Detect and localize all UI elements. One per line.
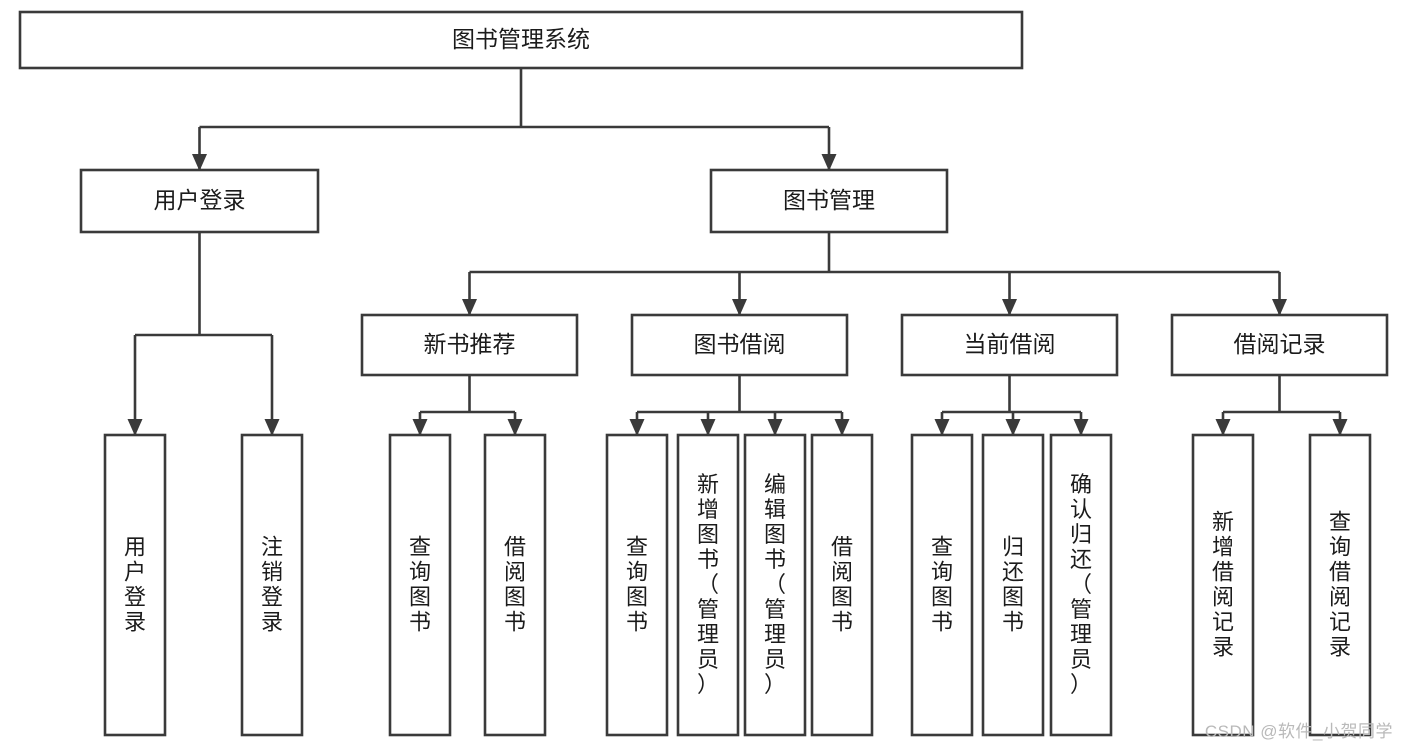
edge-图书管理-arrowhead-0 [462,299,477,316]
node-借阅图书[interactable]: 借阅图书 [810,433,874,737]
node-借阅图书[interactable]: 借阅图书 [483,433,547,737]
node-确认归还管理员[interactable]: 确认归还（管理员） [1049,433,1113,737]
node-box-注销登录[interactable] [240,433,304,737]
edge-新书推荐-arrowhead-0 [412,419,428,436]
node-归还图书[interactable]: 归还图书 [981,433,1045,737]
node-用户登录[interactable]: 用户登录 [79,168,320,234]
node-box-确认归还管理员[interactable] [1049,433,1113,737]
node-图书管理[interactable]: 图书管理 [709,168,949,234]
node-label-借阅记录: 借阅记录 [1234,331,1326,357]
node-用户登录[interactable]: 用户登录 [103,433,167,737]
node-layer: 图书管理系统用户登录用户登录注销登录图书管理新书推荐查询图书借阅图书图书借阅查询… [18,10,1389,737]
node-注销登录[interactable]: 注销登录 [240,433,304,737]
node-新书推荐[interactable]: 新书推荐 [360,313,579,377]
edge-图书管理-arrowhead-2 [1002,299,1017,316]
edge-当前借阅-arrowhead-2 [1073,419,1089,436]
node-label-借阅图书: 借阅图书 [831,535,853,635]
node-查询图书[interactable]: 查询图书 [388,433,452,737]
node-查询图书[interactable]: 查询图书 [605,433,669,737]
edge-图书管理-arrowhead-1 [732,299,747,316]
node-box-查询图书[interactable] [605,433,669,737]
node-label-新书推荐: 新书推荐 [424,331,516,357]
node-label-借阅图书: 借阅图书 [504,535,526,635]
connector-layer [127,68,1348,436]
node-新增借阅记录[interactable]: 新增借阅记录 [1191,433,1255,737]
edge-图书管理-arrowhead-3 [1272,299,1287,316]
node-box-借阅记录[interactable] [1170,313,1389,377]
node-box-新书推荐[interactable] [360,313,579,377]
node-box-编辑图书管理员[interactable] [743,433,807,737]
node-借阅记录[interactable]: 借阅记录 [1170,313,1389,377]
edge-当前借阅-arrowhead-1 [1005,419,1021,436]
edge-图书借阅-arrowhead-3 [834,419,850,436]
edge-用户登录-arrowhead-0 [127,419,143,436]
edge-借阅记录-arrowhead-1 [1332,419,1348,436]
node-编辑图书管理员[interactable]: 编辑图书（管理员） [743,433,807,737]
edge-图书管理系统-arrowhead-0 [192,154,207,171]
edge-图书管理系统-arrowhead-1 [821,154,837,171]
edge-借阅记录-arrowhead-0 [1215,419,1231,436]
node-box-图书管理系统[interactable] [18,10,1024,70]
node-label-新增图书管理员: 新增图书（管理员） [697,472,719,697]
node-box-图书管理[interactable] [709,168,949,234]
node-label-图书管理: 图书管理 [783,187,875,213]
node-label-归还图书: 归还图书 [1002,535,1024,635]
node-box-当前借阅[interactable] [900,313,1119,377]
edge-用户登录-arrowhead-1 [264,419,280,436]
edge-图书借阅-arrowhead-0 [629,419,645,436]
node-box-用户登录[interactable] [79,168,320,234]
node-box-借阅图书[interactable] [810,433,874,737]
node-label-查询借阅记录: 查询借阅记录 [1329,510,1351,660]
node-label-用户登录: 用户登录 [124,535,146,635]
node-label-图书管理系统: 图书管理系统 [452,26,590,52]
node-label-查询图书: 查询图书 [626,535,648,635]
node-查询图书[interactable]: 查询图书 [910,433,974,737]
node-box-用户登录[interactable] [103,433,167,737]
node-label-图书借阅: 图书借阅 [694,331,786,357]
node-box-新增图书管理员[interactable] [676,433,740,737]
node-图书借阅[interactable]: 图书借阅 [630,313,849,377]
node-box-新增借阅记录[interactable] [1191,433,1255,737]
node-查询借阅记录[interactable]: 查询借阅记录 [1308,433,1372,737]
node-box-查询图书[interactable] [388,433,452,737]
node-box-借阅图书[interactable] [483,433,547,737]
edge-图书借阅-arrowhead-2 [767,419,783,436]
node-label-注销登录: 注销登录 [261,535,283,635]
node-当前借阅[interactable]: 当前借阅 [900,313,1119,377]
edge-当前借阅-arrowhead-0 [934,419,950,436]
node-label-查询图书: 查询图书 [931,535,953,635]
node-box-归还图书[interactable] [981,433,1045,737]
node-label-当前借阅: 当前借阅 [964,331,1056,357]
node-box-图书借阅[interactable] [630,313,849,377]
node-label-新增借阅记录: 新增借阅记录 [1212,510,1234,660]
node-label-用户登录: 用户登录 [154,187,246,213]
node-box-查询图书[interactable] [910,433,974,737]
edge-图书借阅-arrowhead-1 [700,419,716,436]
edge-新书推荐-arrowhead-1 [507,419,523,436]
node-label-确认归还管理员: 确认归还（管理员） [1070,472,1092,697]
node-新增图书管理员[interactable]: 新增图书（管理员） [676,433,740,737]
node-box-查询借阅记录[interactable] [1308,433,1372,737]
node-label-查询图书: 查询图书 [409,535,431,635]
node-label-编辑图书管理员: 编辑图书（管理员） [764,472,786,697]
node-图书管理系统[interactable]: 图书管理系统 [18,10,1024,70]
